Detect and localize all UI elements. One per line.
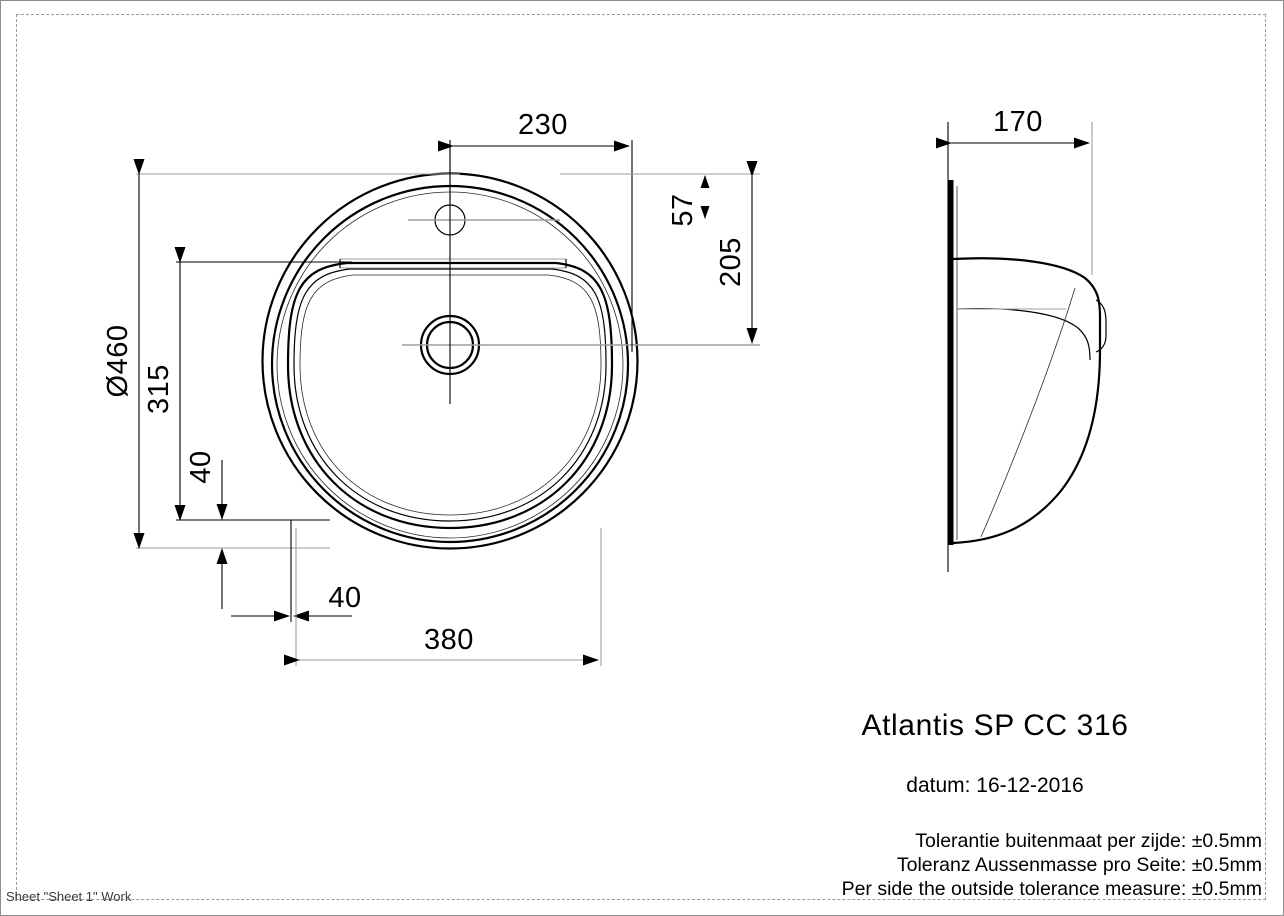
bowl-hairline-outline	[299, 274, 602, 516]
dim-label-40-horizontal: 40	[328, 582, 361, 614]
dim-label-40-vertical: 40	[185, 450, 217, 483]
drawing-title: Atlantis SP CC 316	[861, 709, 1128, 742]
dim-label-dia460: Ø460	[102, 325, 134, 398]
title-block: Atlantis SP CC 316 datum: 16-12-2016 Tol…	[842, 709, 1262, 900]
dim-label-380: 380	[424, 624, 474, 656]
dim-label-315: 315	[143, 364, 175, 414]
sheet-footer: Sheet "Sheet 1" Work	[6, 889, 132, 904]
dim-label-230: 230	[518, 109, 568, 141]
tolerance-line-de: Toleranz Aussenmasse pro Seite: ±0.5mm	[897, 854, 1262, 876]
dim-label-57: 57	[667, 193, 699, 226]
side-view-geometry	[947, 122, 1107, 572]
tolerance-line-nl: Tolerantie buitenmaat per zijde: ±0.5mm	[915, 830, 1262, 852]
sheet-name-label: Sheet "Sheet 1" Work	[6, 889, 132, 904]
plan-view-geometry	[261, 140, 760, 550]
bowl-inner-outline	[293, 268, 607, 522]
bowl-opening-outline	[286, 261, 614, 530]
side-view-dimensions: 170	[936, 106, 1090, 149]
plan-view-dimensions: Ø460 315 40 230 57 205	[102, 109, 760, 666]
dim-label-205: 205	[715, 237, 747, 287]
dim-label-170: 170	[993, 106, 1043, 138]
bowl-inner-ledge	[956, 308, 1091, 361]
overflow-lip-tab	[1095, 299, 1107, 353]
bowl-interior-diagonal	[980, 287, 1076, 538]
bowl-profile-outline	[952, 257, 1102, 545]
tolerance-line-en: Per side the outside tolerance measure: …	[842, 878, 1262, 900]
drawing-date: datum: 16-12-2016	[906, 774, 1083, 797]
